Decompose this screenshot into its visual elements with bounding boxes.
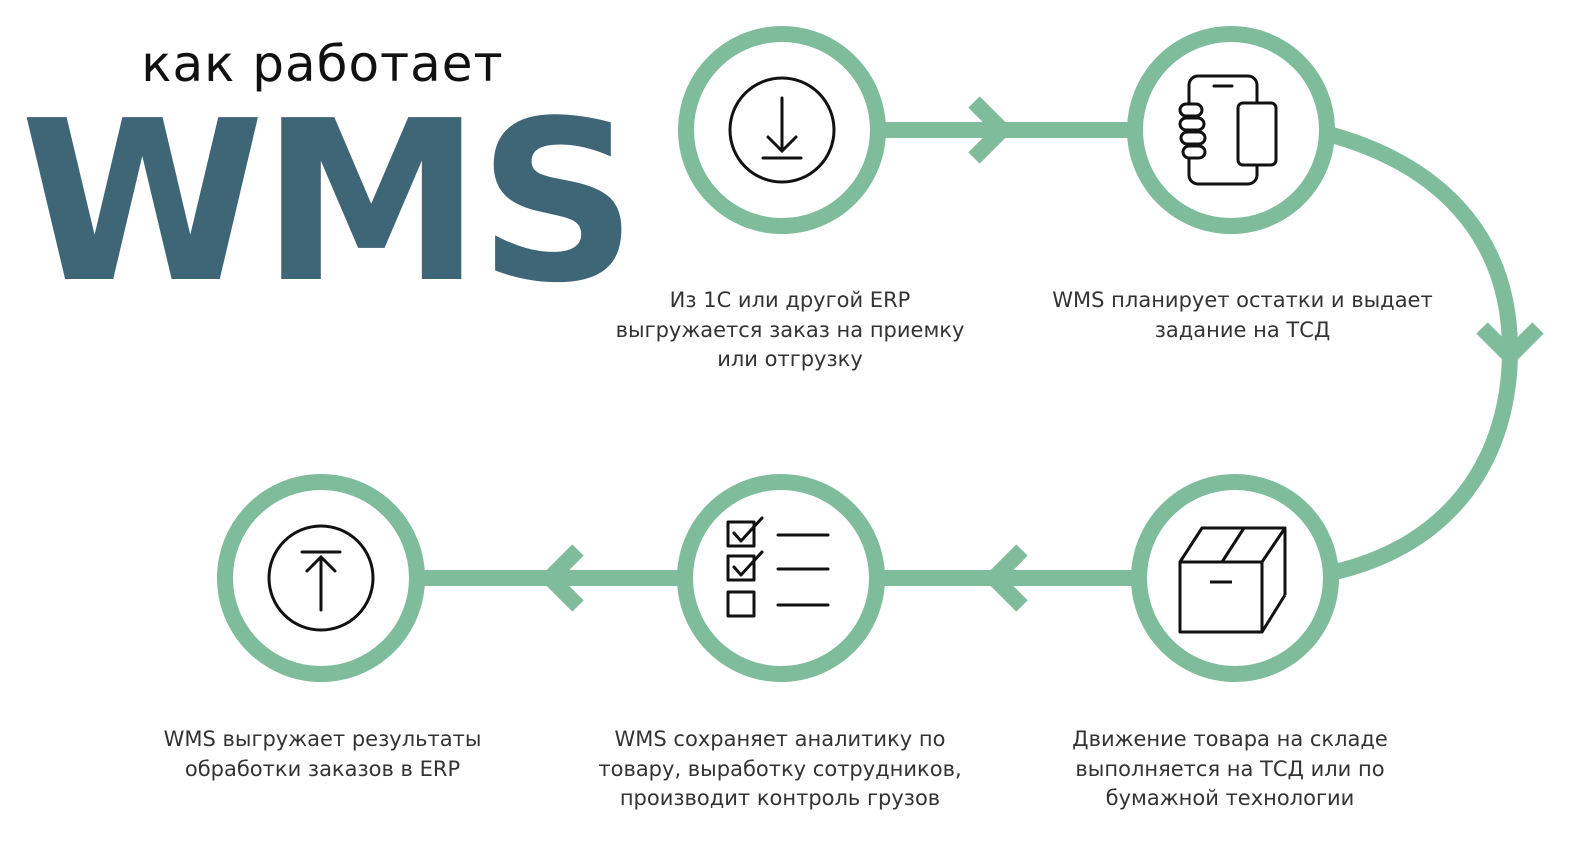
step-caption-2: WMS планирует остатки и выдает задание н… <box>1052 288 1433 342</box>
checklist-icon <box>726 516 830 618</box>
step-caption-4: WMS сохраняет аналитику по товару, выраб… <box>598 727 962 810</box>
step-circle-3 <box>1131 474 1339 682</box>
box-icon <box>1178 526 1287 634</box>
connector-2-3 <box>1329 127 1519 580</box>
page-title: WMS <box>20 74 638 332</box>
step-circle-2 <box>1127 26 1335 234</box>
arrow-down-icon <box>1476 322 1544 368</box>
step-caption-5: WMS выгружает результаты обработки заказ… <box>163 727 482 781</box>
arrow-right-icon <box>968 96 1014 164</box>
step-circle-4 <box>677 474 885 682</box>
upload-icon <box>267 524 375 632</box>
arrow-left-icon <box>982 544 1028 612</box>
step-caption-1: Из 1С или другой ERP выгружается заказ н… <box>615 288 965 371</box>
step-caption-3: Движение товара на складе выполняется на… <box>1072 727 1388 810</box>
mobile-device-icon <box>1178 74 1278 186</box>
arrowheads <box>538 96 1544 612</box>
subtitle: как работает <box>141 35 504 93</box>
download-icon <box>728 76 836 184</box>
arrow-left-icon <box>538 544 584 612</box>
